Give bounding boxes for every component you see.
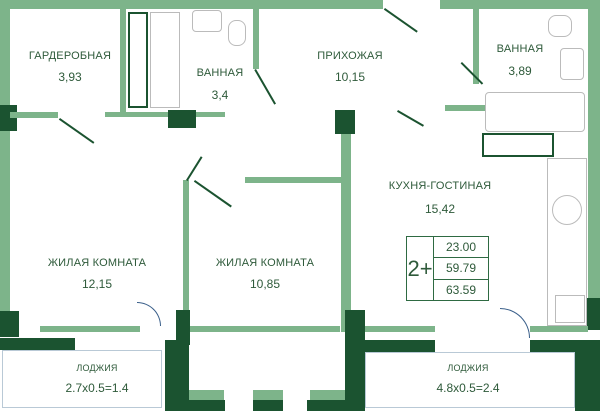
wall-right — [588, 0, 600, 330]
wall-top-right — [440, 0, 600, 9]
wall — [105, 112, 225, 117]
wall — [345, 310, 365, 411]
bathtub-edge — [482, 133, 554, 157]
wall — [473, 9, 479, 84]
wall — [253, 390, 283, 400]
bathtub — [485, 92, 585, 132]
room-name: ЛОДЖИЯ — [76, 363, 118, 373]
wall — [253, 400, 283, 411]
door[interactable] — [137, 302, 161, 326]
room-name: ЖИЛАЯ КОМНАТА — [215, 257, 315, 269]
wall-left — [0, 0, 10, 335]
room-count: 2+ — [407, 237, 434, 300]
wall — [365, 326, 435, 332]
room-name: ВАННАЯ — [496, 43, 544, 55]
wall — [0, 338, 75, 350]
wall — [245, 177, 345, 183]
wall-top-left — [0, 0, 383, 9]
sink — [560, 48, 584, 80]
door[interactable] — [397, 110, 424, 127]
toilet — [548, 15, 572, 37]
window — [365, 352, 575, 408]
room-area: 15,42 — [424, 202, 456, 216]
stove — [555, 295, 585, 323]
door[interactable] — [194, 180, 232, 208]
room-area: 10,15 — [334, 70, 366, 84]
wall — [190, 326, 340, 332]
wall — [165, 400, 225, 411]
room-area: 3,93 — [58, 70, 82, 84]
wall — [355, 340, 435, 352]
wall — [40, 326, 140, 332]
wall — [445, 105, 485, 111]
door[interactable] — [500, 308, 530, 338]
column — [176, 310, 190, 345]
bathtub — [150, 12, 180, 108]
room-name: ГАРДЕРОБНАЯ — [28, 50, 112, 62]
room-area: 3,89 — [508, 64, 532, 78]
column — [0, 311, 19, 337]
room-name: КУХНЯ-ГОСТИНАЯ — [388, 180, 492, 192]
room-area: 4.8x0.5=2.4 — [436, 381, 500, 395]
room-name: ЖИЛАЯ КОМНАТА — [47, 257, 147, 269]
room-area: 12,15 — [81, 277, 113, 291]
total-area: 59.79 — [434, 258, 488, 280]
room-area: 3,4 — [211, 88, 229, 102]
toilet — [228, 20, 246, 46]
column — [335, 110, 355, 134]
room-area: 2.7x0.5=1.4 — [65, 381, 129, 395]
column — [585, 298, 600, 330]
column — [0, 105, 17, 131]
wall — [189, 390, 224, 400]
wall — [341, 112, 351, 332]
sink — [192, 10, 222, 32]
wall — [575, 340, 600, 411]
wall — [183, 180, 189, 330]
door[interactable] — [186, 156, 203, 181]
bathtub — [128, 12, 148, 108]
wall — [307, 400, 365, 411]
wall — [310, 390, 345, 400]
wall — [120, 9, 126, 112]
window — [2, 350, 162, 408]
total-area-with-loggia: 63.59 — [445, 282, 477, 297]
wall — [530, 326, 588, 332]
room-name: ВАННАЯ — [196, 67, 244, 79]
area-summary: 2+ 23.00 59.79 63.59 — [406, 236, 489, 301]
door[interactable] — [384, 8, 418, 33]
door[interactable] — [254, 69, 276, 105]
wall — [165, 340, 189, 411]
living-area: 23.00 — [434, 237, 488, 259]
room-area: 10,85 — [249, 277, 281, 291]
room-name: ЛОДЖИЯ — [447, 363, 489, 373]
room-name: ПРИХОЖАЯ — [317, 50, 383, 62]
wall — [253, 9, 259, 69]
column — [168, 110, 196, 128]
wall — [10, 112, 58, 118]
kitchen-sink — [552, 195, 582, 225]
door[interactable] — [59, 118, 95, 144]
